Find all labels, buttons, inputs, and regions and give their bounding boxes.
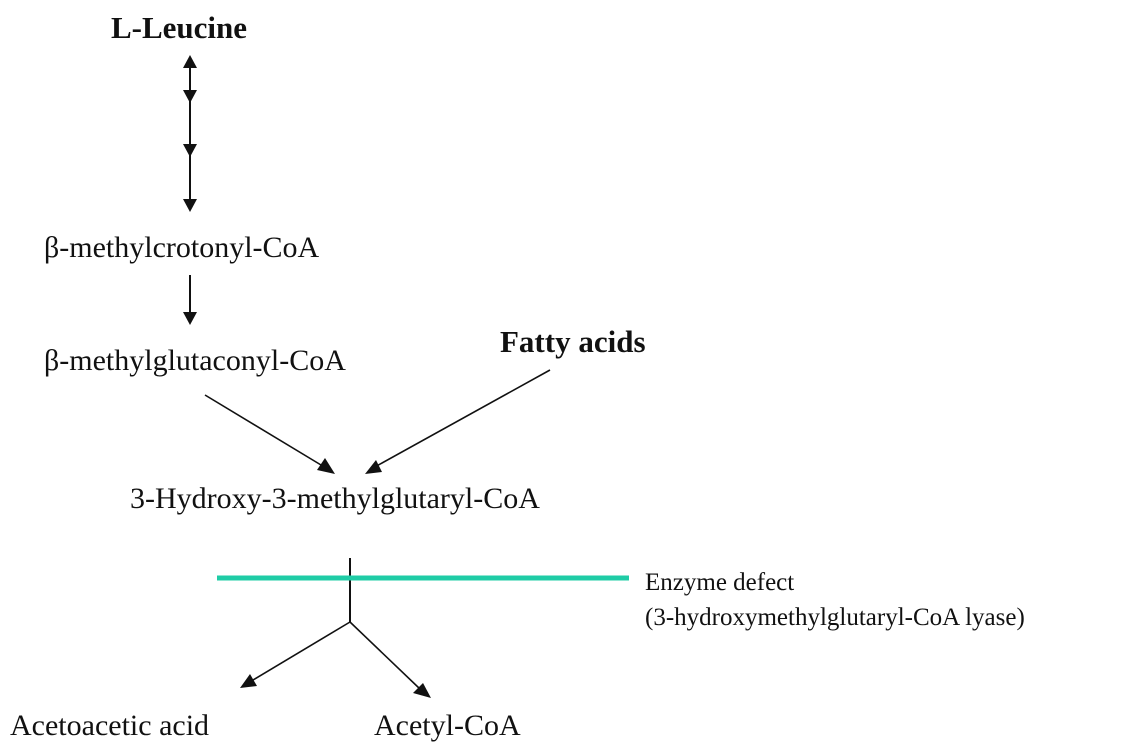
node-methylcrotonyl-coa: β-methylcrotonyl-CoA	[44, 231, 320, 264]
arrowhead-down-icon	[183, 90, 197, 103]
arrowhead-down-icon	[183, 199, 197, 212]
node-acetoacetic-acid: Acetoacetic acid	[10, 709, 210, 742]
arrowhead-down-icon	[183, 144, 197, 157]
arrowhead-icon	[317, 458, 335, 474]
arrowhead-up-icon	[183, 55, 197, 68]
arrowhead-icon	[413, 683, 431, 698]
hmg-to-acetyl-arrow	[349, 621, 421, 690]
node-leucine: L-Leucine	[111, 10, 248, 45]
glutaconyl-to-hmg-arrow	[204, 394, 327, 469]
arrowhead-down-icon	[183, 312, 197, 325]
fatty-acids-to-hmg-arrow	[372, 369, 551, 469]
node-methylglutaconyl-coa: β-methylglutaconyl-CoA	[44, 344, 346, 377]
hmg-to-acetoacetic-arrow	[247, 621, 351, 684]
node-fatty-acids: Fatty acids	[500, 324, 646, 359]
node-hmg-coa: 3-Hydroxy-3-methylglutaryl-CoA	[130, 482, 540, 515]
arrowhead-icon	[365, 460, 382, 474]
node-acetyl-coa: Acetyl-CoA	[374, 709, 521, 742]
enzyme-defect-name: (3-hydroxymethylglutaryl-CoA lyase)	[645, 604, 1025, 631]
enzyme-defect-label: Enzyme defect	[645, 569, 795, 596]
arrowhead-icon	[240, 674, 257, 688]
